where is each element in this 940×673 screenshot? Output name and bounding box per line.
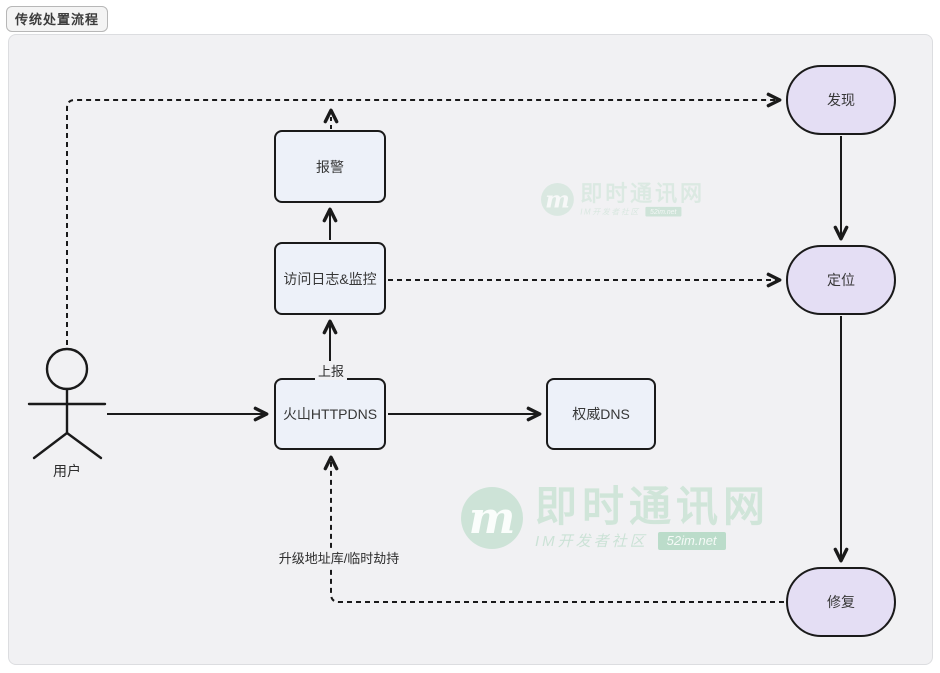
user-actor-figure: [27, 347, 107, 460]
edge-repair-to-httpdns-dashed: [323, 455, 784, 603]
edge-label-upgrade-hijack: 升级地址库/临时劫持: [275, 548, 403, 567]
node-access-logs-monitoring: 访问日志&监控: [274, 242, 386, 315]
node-discover-label: 发现: [827, 92, 855, 108]
diagram-panel: m 即时通讯网 IM开发者社区 52im.net m 即时通讯网 IM开发者社区…: [8, 34, 933, 665]
diagram-title-badge: 传统处置流程: [6, 6, 109, 32]
node-repair-label: 修复: [827, 594, 855, 610]
node-repair: 修复: [786, 567, 896, 637]
node-access-logs-monitoring-label: 访问日志&监控: [283, 270, 377, 287]
watermark-subtitle: IM开发者社区: [580, 207, 640, 217]
node-alarm-label: 报警: [316, 158, 344, 175]
actor-right-leg: [65, 431, 103, 460]
watermark-logo-icon: m: [541, 183, 574, 216]
node-discover: 发现: [786, 65, 896, 135]
watermark-logo-icon: m: [461, 487, 523, 550]
user-actor-label: 用户: [53, 463, 81, 479]
watermark-badge: 52im.net: [657, 531, 726, 550]
edge-user-to-discover-dashed: [66, 92, 782, 345]
edge-label-report: 上报: [314, 361, 348, 380]
watermark-title: 即时通讯网: [535, 483, 771, 530]
watermark-large: m 即时通讯网 IM开发者社区 52im.net: [461, 483, 771, 551]
node-alarm: 报警: [274, 130, 386, 203]
node-locate-label: 定位: [827, 272, 855, 288]
node-volcano-httpdns-label: 火山HTTPDNS: [282, 406, 378, 422]
node-authoritative-dns: 权威DNS: [546, 378, 656, 450]
diagram-connectors: [27, 92, 849, 603]
actor-head: [45, 347, 89, 391]
watermark-subtitle: IM开发者社区: [535, 533, 648, 551]
node-authoritative-dns-label: 权威DNS: [572, 406, 630, 422]
watermark-badge: 52im.net: [645, 206, 682, 217]
actor-left-leg: [32, 431, 69, 460]
watermark-small: m 即时通讯网 IM开发者社区 52im.net: [541, 182, 705, 217]
watermark-title: 即时通讯网: [580, 180, 705, 206]
node-volcano-httpdns: 火山HTTPDNS: [274, 378, 386, 450]
node-locate: 定位: [786, 245, 896, 315]
